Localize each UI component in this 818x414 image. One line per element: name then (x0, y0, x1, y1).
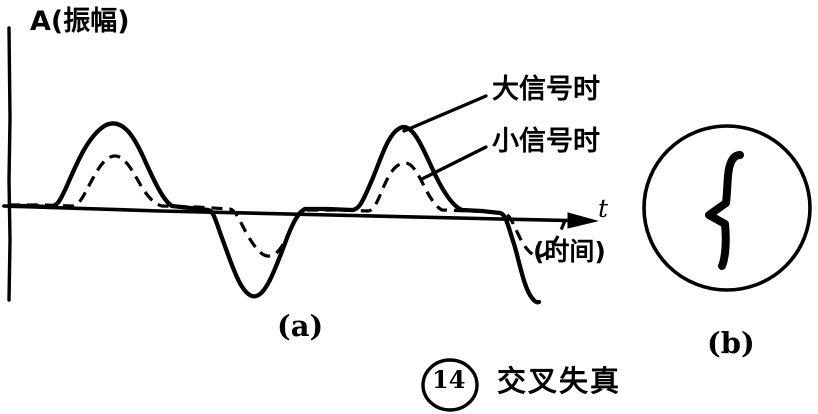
small-signal-annotation-label: 小信号时 (492, 126, 600, 157)
small-signal-curve (9, 154, 570, 258)
large-signal-leader-line (402, 94, 488, 133)
large-signal-annotation-label: 大信号时 (492, 74, 600, 105)
crossover-distortion-step-symbol (705, 151, 744, 270)
x-axis-arrowhead (567, 212, 599, 229)
panel-a-label: (a) (277, 309, 324, 343)
panel-b-label: (b) (707, 326, 755, 360)
panel-a-axes (2, 26, 599, 302)
small-signal-leader-line (420, 145, 488, 181)
x-axis-sublabel: (时间) (533, 237, 606, 266)
caption-number: 14 (432, 365, 466, 394)
annotation-leaders (402, 94, 488, 181)
y-axis-label: A(振幅) (30, 6, 130, 37)
panel-b-group (642, 124, 812, 292)
panel-b-circle (642, 124, 812, 292)
waveform-small-signal (9, 154, 570, 258)
caption-number-circle-group (421, 358, 479, 412)
y-axis-line (7, 26, 12, 302)
x-axis-line (2, 204, 592, 223)
caption-number-circle (421, 358, 479, 412)
x-axis-label: t (598, 194, 609, 223)
caption-text: 交叉失真 (497, 364, 622, 398)
